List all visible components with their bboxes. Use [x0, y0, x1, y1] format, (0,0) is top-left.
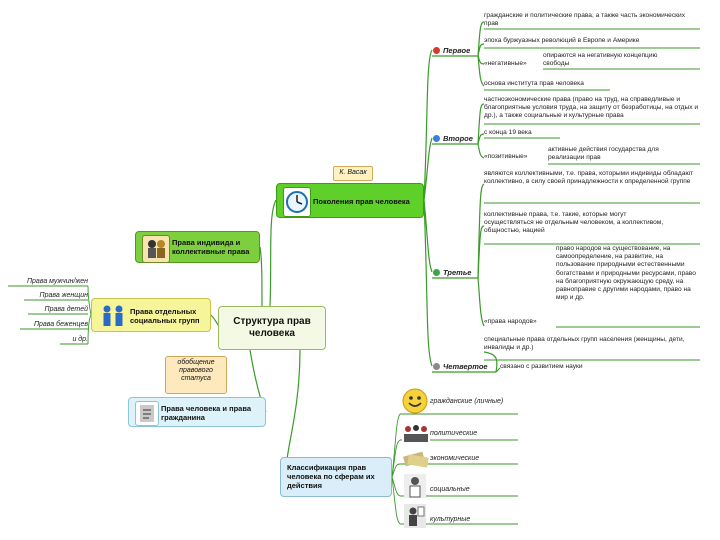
marker-4-icon	[433, 363, 440, 370]
gen1-text: основа института прав человека	[484, 80, 584, 87]
gen2-text: частноэкономические права (право на труд…	[484, 96, 699, 120]
classification-item-political: политические	[430, 430, 478, 437]
classification-item-social: социальные	[430, 486, 470, 493]
gen1-text: «негативные»	[484, 60, 527, 67]
vasak-note: К. Васак	[333, 166, 373, 181]
meeting-icon	[402, 422, 430, 444]
social-group-item: и др.	[72, 336, 88, 343]
social-group-item: Права женщин	[39, 292, 88, 299]
generations-label: Поколения прав человека	[313, 197, 410, 206]
marker-2-icon	[433, 135, 440, 142]
gen1-text: гражданские и политические права, а такж…	[484, 12, 686, 28]
citizen-rights-node[interactable]: Права человека и права гражданина	[128, 397, 266, 427]
gen1-text: опираются на негативную концепцию свобод…	[543, 52, 658, 68]
generations-node[interactable]: Поколения прав человека	[276, 183, 424, 218]
gen2-text: «позитивные»	[484, 153, 528, 160]
generation-third: Третье	[443, 268, 472, 277]
generation-second: Второе	[443, 134, 473, 143]
classification-label: Классификация прав человека по сферам их…	[287, 463, 375, 490]
social-groups-label: Права отдельных социальных групп	[130, 307, 200, 325]
social-groups-node[interactable]: Права отдельных социальных групп	[91, 298, 211, 332]
gen4-text: связано с развитием науки	[500, 363, 583, 370]
classification-item-cultural: культурные	[430, 516, 471, 523]
people-icon	[142, 235, 170, 263]
social-group-item: Права мужчин/жен	[26, 278, 88, 285]
generalization-note: обобщение правового статуса	[165, 356, 227, 394]
gen2-text: с конца 19 века	[484, 129, 532, 136]
gen3-text: «права народов»	[484, 318, 537, 325]
gen3-text: коллективные права, т.е. такие, которые …	[484, 211, 664, 235]
generation-fourth: Четвертое	[443, 362, 488, 371]
classification-item-economic: экономические	[430, 455, 480, 462]
gen1-text: эпоха буржуазных революций в Европе и Ам…	[484, 37, 640, 44]
gen3-text: являются коллективными, т.е. права, кото…	[484, 170, 694, 186]
teacher-icon	[404, 504, 426, 528]
social-group-item: Права беженцев	[33, 321, 88, 328]
clock-icon	[283, 187, 311, 217]
marker-1-icon	[433, 47, 440, 54]
gen3-text: право народов на существование, на самоо…	[556, 245, 696, 302]
individual-rights-node[interactable]: Права индивида и коллективные права	[135, 231, 260, 263]
document-icon	[135, 401, 159, 426]
money-icon	[402, 448, 430, 470]
smiley-icon	[402, 388, 428, 414]
social-group-item: Права детей	[44, 306, 89, 313]
individual-rights-label: Права индивида и коллективные права	[172, 238, 250, 256]
classification-item-civil: гражданские (личные)	[430, 398, 504, 405]
generation-first: Первое	[443, 46, 471, 55]
classification-node[interactable]: Классификация прав человека по сферам их…	[280, 457, 392, 497]
person-icon	[404, 474, 426, 498]
gen4-text: специальные права отдельных групп населе…	[484, 336, 685, 352]
group-icon	[100, 303, 126, 329]
central-topic[interactable]: Структура прав человека	[218, 306, 326, 350]
marker-3-icon	[433, 269, 440, 276]
citizen-rights-label: Права человека и права гражданина	[161, 404, 252, 422]
gen2-text: активные действия государства для реализ…	[548, 146, 659, 162]
